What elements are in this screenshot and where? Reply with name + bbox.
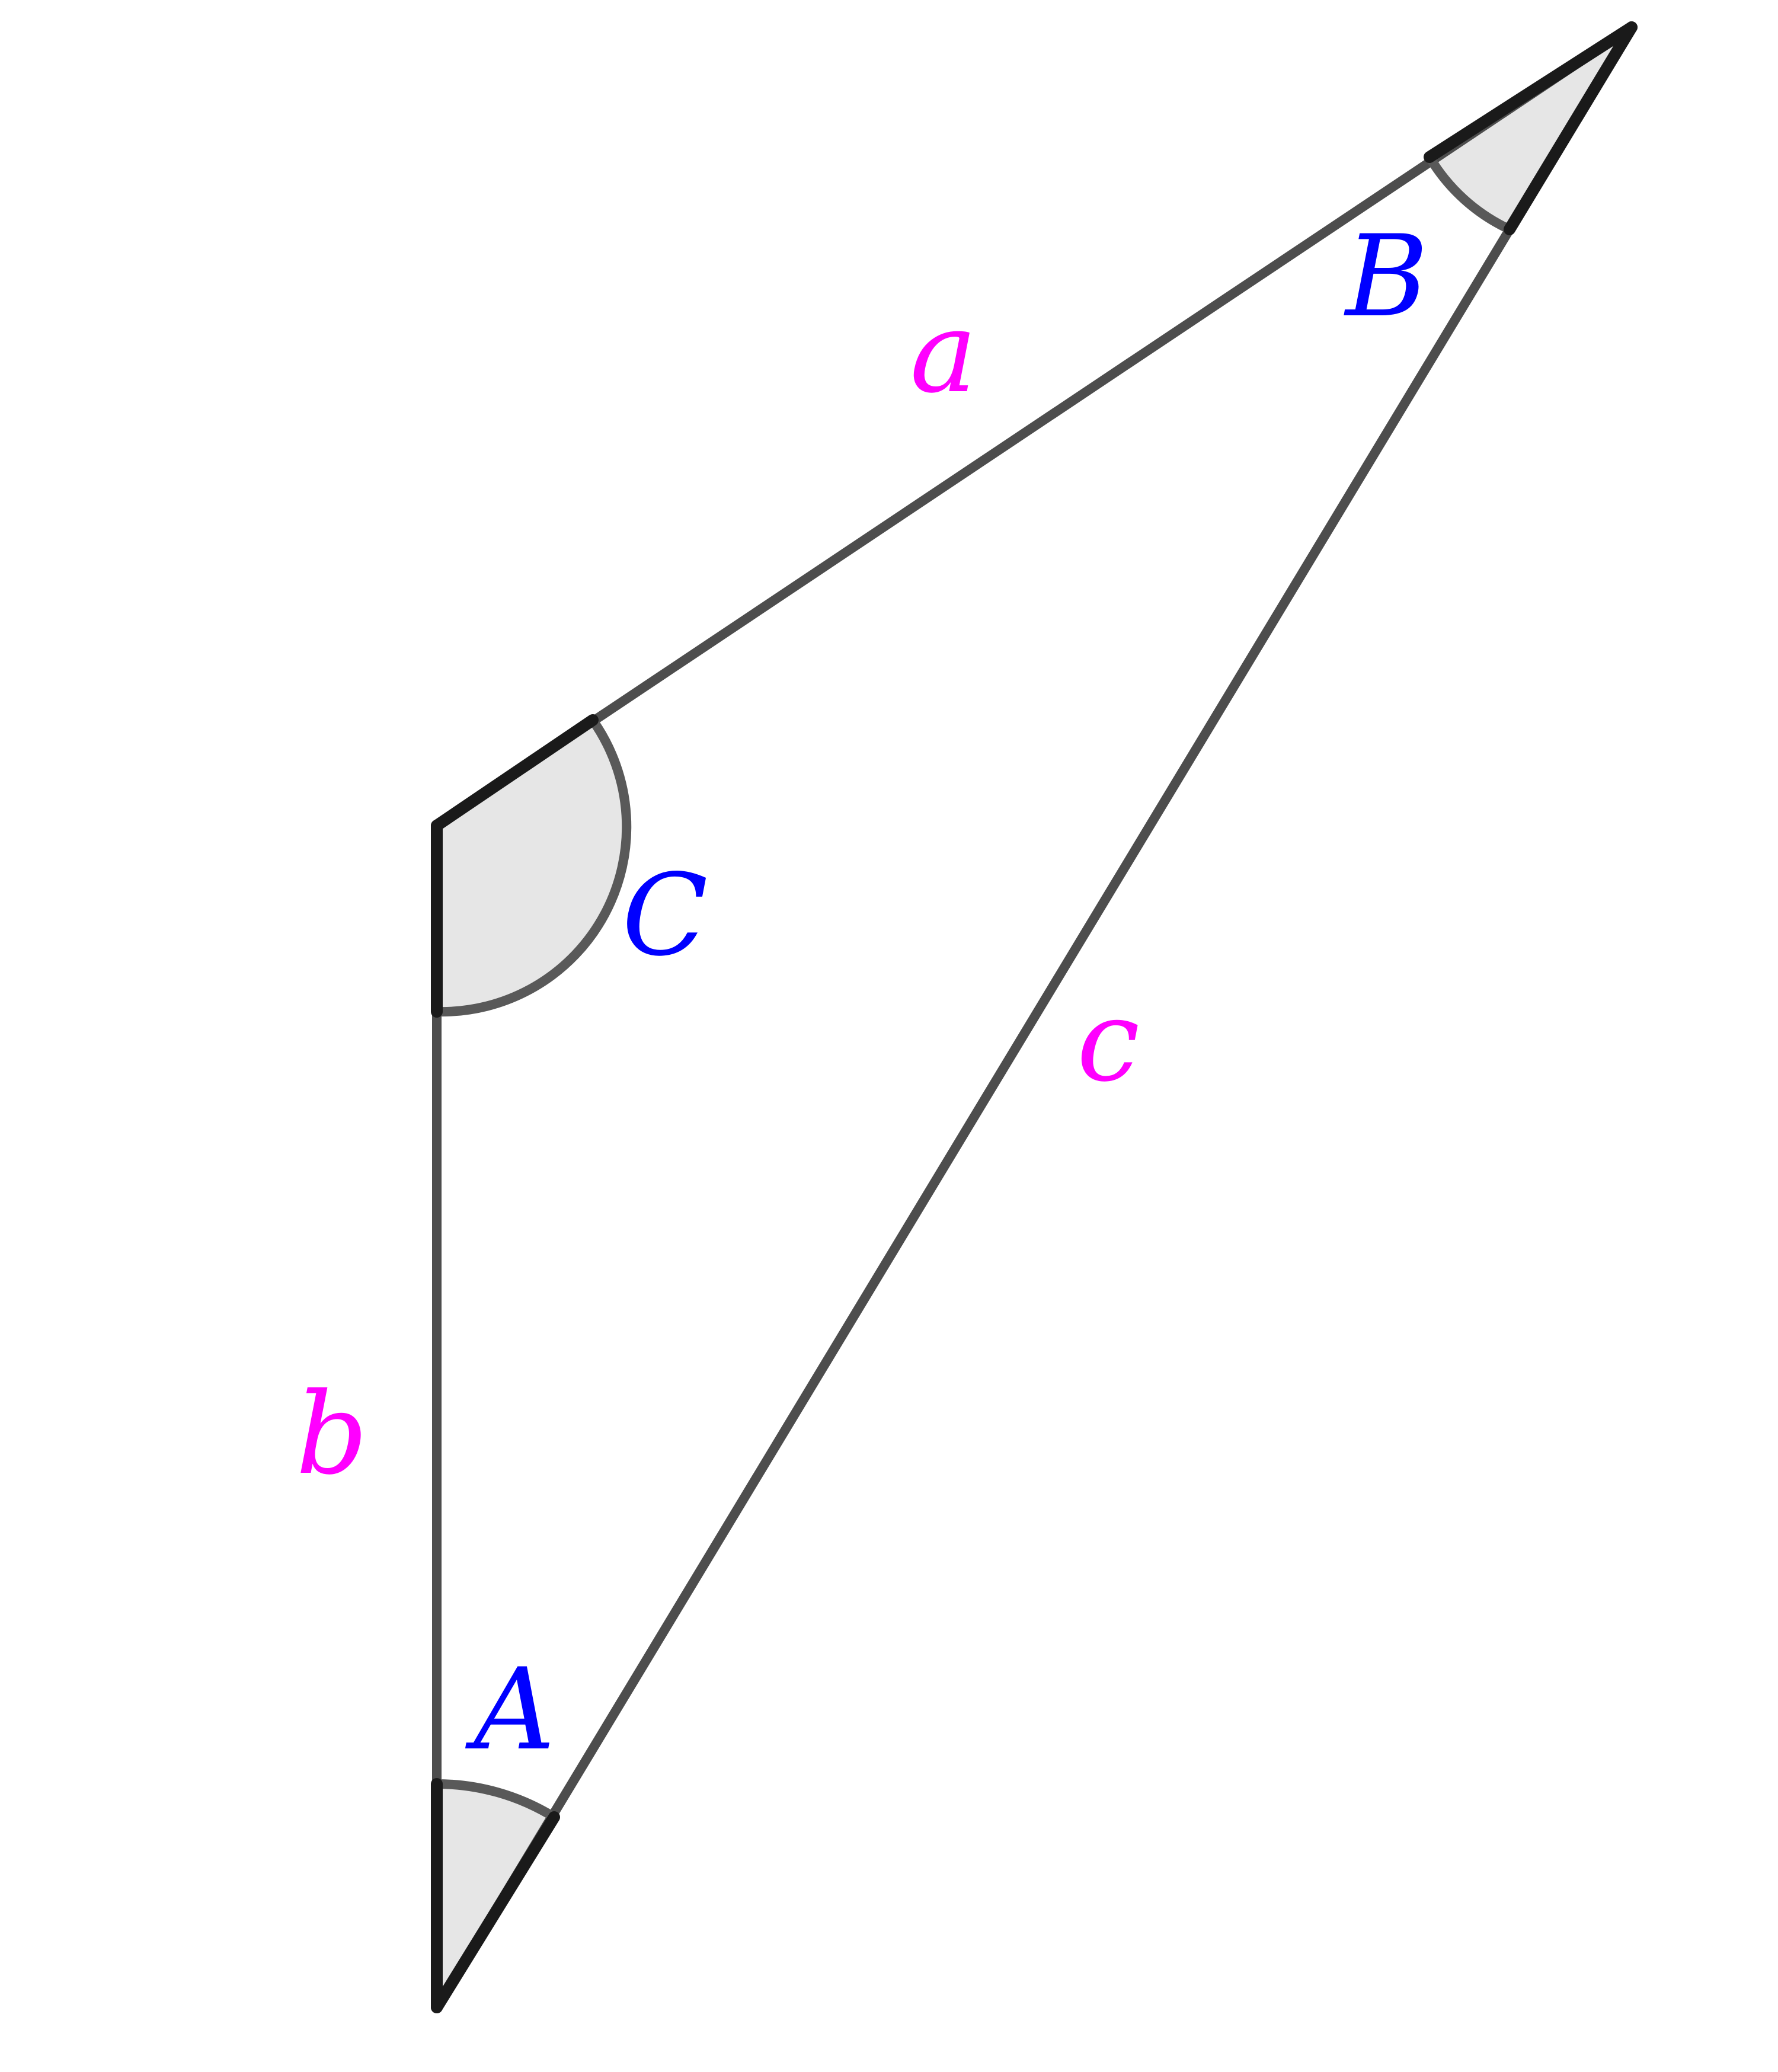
vertex-label-a: A <box>465 1644 555 1775</box>
edge-dark-b-a <box>1424 21 1638 163</box>
side-label-b: b <box>296 1368 368 1499</box>
side-c <box>432 23 1636 2012</box>
side-label-c: c <box>1077 976 1140 1107</box>
edge-dark-a-c <box>431 1811 560 2013</box>
vertex-label-b: B <box>1344 211 1428 342</box>
edge-dark-c-a <box>431 714 599 832</box>
edge-dark-b-c <box>1504 21 1638 235</box>
angle-wedge-c <box>437 720 627 1012</box>
angle-arc-a <box>436 1779 557 1821</box>
angle-wedge-b <box>1430 27 1632 229</box>
vertex-label-c: C <box>622 850 708 981</box>
side-label-a: a <box>910 287 977 418</box>
angle-arc-b <box>1425 154 1512 234</box>
angle-arc-c <box>436 717 632 1017</box>
